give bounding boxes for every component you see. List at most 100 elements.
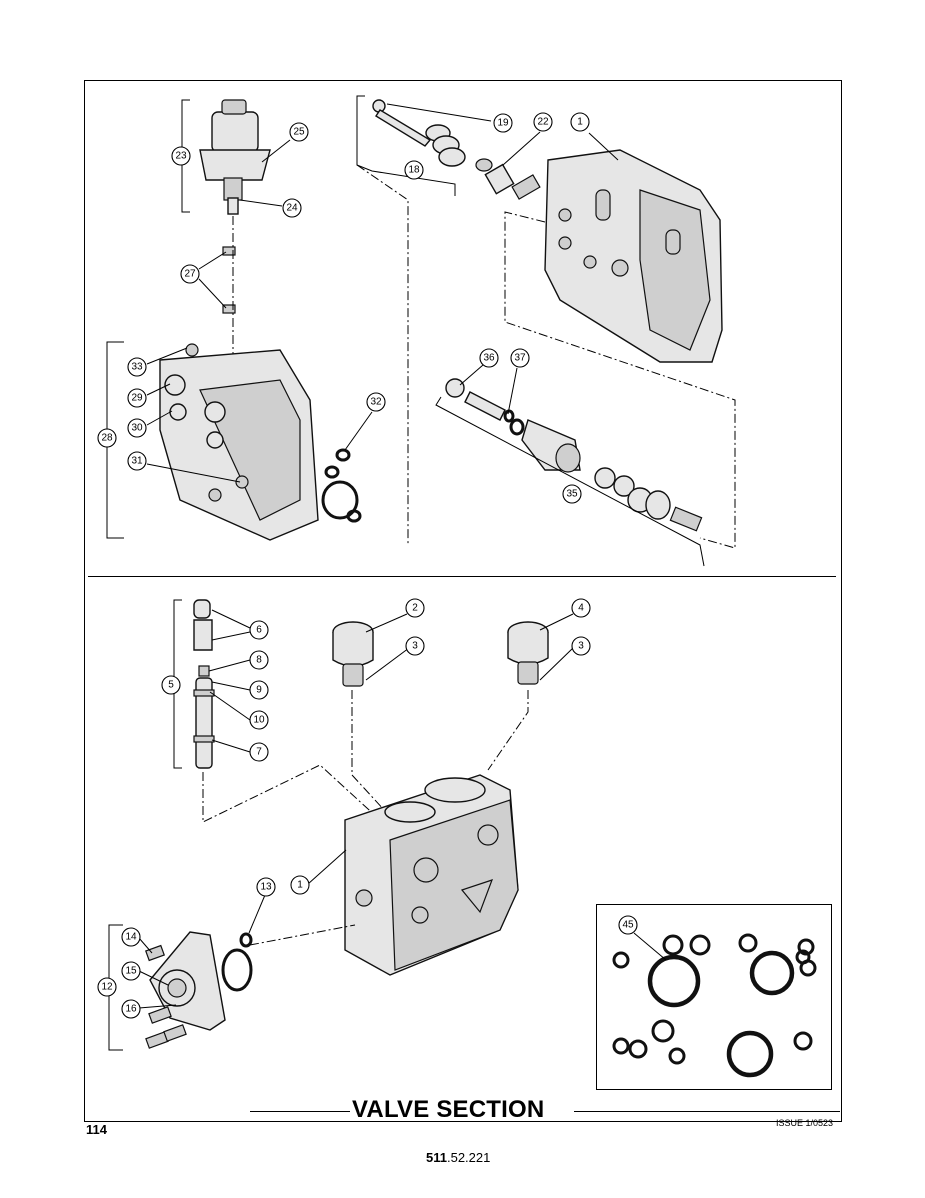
leader-22	[502, 131, 541, 166]
callout-7: 7	[249, 742, 269, 762]
solenoid-valve-part	[199, 99, 271, 215]
clip-part	[222, 246, 236, 256]
svg-text:6: 6	[256, 625, 262, 636]
callout-25: 25	[289, 122, 309, 142]
svg-text:13: 13	[260, 882, 272, 893]
svg-text:3: 3	[578, 641, 584, 652]
callout-22: 22	[533, 112, 553, 132]
assembly-line	[202, 764, 381, 823]
o-ring-set-32	[321, 448, 362, 523]
svg-text:32: 32	[370, 397, 382, 408]
leader-33	[146, 347, 188, 365]
assembly-line	[249, 924, 356, 946]
svg-text:30: 30	[131, 423, 143, 434]
svg-text:4: 4	[578, 603, 584, 614]
callout-33: 33	[127, 357, 147, 377]
issue-label: ISSUE 1/0523	[776, 1118, 834, 1128]
leader-15	[138, 970, 169, 986]
leader-4	[539, 613, 574, 631]
spool-part-upper	[372, 99, 541, 200]
callout-27: 27	[180, 264, 200, 284]
svg-text:22: 22	[537, 117, 549, 128]
page-number: 114	[86, 1122, 107, 1137]
bracket-35	[435, 396, 705, 567]
callout-28: 28	[97, 428, 117, 448]
assembly-line	[356, 164, 409, 545]
svg-text:3: 3	[412, 641, 418, 652]
valve-body-upper-part	[544, 149, 723, 363]
callout-13: 13	[256, 877, 276, 897]
svg-text:35: 35	[566, 489, 578, 500]
leader-19	[386, 103, 492, 122]
callout-12: 12	[97, 977, 117, 997]
leader-29	[146, 383, 171, 396]
end-cover-part	[145, 931, 226, 1049]
plug-part-4	[507, 621, 549, 685]
leader-1-lower	[307, 849, 347, 885]
seal-kit-rings	[612, 933, 817, 1078]
leader-7	[211, 739, 251, 753]
leader-45	[633, 932, 667, 961]
callout-1-upper: 1	[570, 112, 590, 132]
assembly-line	[504, 211, 736, 549]
svg-text:1: 1	[577, 117, 583, 128]
svg-text:18: 18	[408, 165, 420, 176]
document-number-suffix: .52.221	[446, 1150, 491, 1165]
callout-24: 24	[282, 198, 302, 218]
callout-3-right: 3	[571, 636, 591, 656]
leader-32	[344, 411, 373, 451]
title-rule-right	[574, 1111, 840, 1112]
svg-text:36: 36	[483, 353, 495, 364]
callout-45: 45	[618, 915, 638, 935]
leader-16	[138, 1004, 177, 1009]
relief-valve-cartridge-part	[193, 599, 215, 769]
valve-body-lower-part	[344, 774, 519, 976]
callout-1-lower: 1	[290, 875, 310, 895]
section-title: VALVE SECTION	[352, 1096, 545, 1123]
leader-30	[146, 410, 173, 426]
seal-kit-box	[596, 904, 832, 1090]
svg-text:1: 1	[297, 880, 303, 891]
leader-36	[459, 364, 484, 386]
leader-25	[261, 139, 291, 163]
callout-19: 19	[493, 113, 513, 133]
svg-text:25: 25	[293, 127, 305, 138]
leader-1-upper	[588, 132, 619, 161]
svg-text:24: 24	[286, 203, 298, 214]
leader-14	[138, 937, 153, 954]
pressure-reducing-body-part	[159, 343, 319, 541]
svg-text:7: 7	[256, 747, 262, 758]
assembly-line	[487, 690, 529, 771]
title-rule-left	[250, 1111, 350, 1112]
callout-6: 6	[249, 620, 269, 640]
svg-text:16: 16	[125, 1004, 137, 1015]
svg-text:15: 15	[125, 966, 137, 977]
callout-3-left: 3	[405, 636, 425, 656]
svg-text:19: 19	[497, 118, 509, 129]
svg-text:8: 8	[256, 655, 262, 666]
bracket-18	[356, 95, 456, 196]
callout-16: 16	[121, 999, 141, 1019]
leader-2	[365, 613, 408, 633]
leader-3-right	[539, 647, 574, 681]
svg-text:29: 29	[131, 393, 143, 404]
svg-text:5: 5	[168, 680, 174, 691]
figure-frame	[84, 80, 842, 1122]
leader-10	[209, 691, 251, 721]
leader-37	[507, 367, 518, 415]
svg-text:37: 37	[514, 353, 526, 364]
callout-8: 8	[249, 650, 269, 670]
callout-4: 4	[571, 598, 591, 618]
callout-2: 2	[405, 598, 425, 618]
plug-part-2	[332, 621, 374, 687]
callout-31: 31	[127, 451, 147, 471]
svg-text:2: 2	[412, 603, 418, 614]
svg-text:14: 14	[125, 932, 137, 943]
leader-27	[198, 251, 227, 309]
document-number: 511.52.221	[426, 1150, 490, 1165]
callout-29: 29	[127, 388, 147, 408]
leader-6	[211, 609, 251, 641]
callout-37: 37	[510, 348, 530, 368]
callout-5: 5	[161, 675, 181, 695]
